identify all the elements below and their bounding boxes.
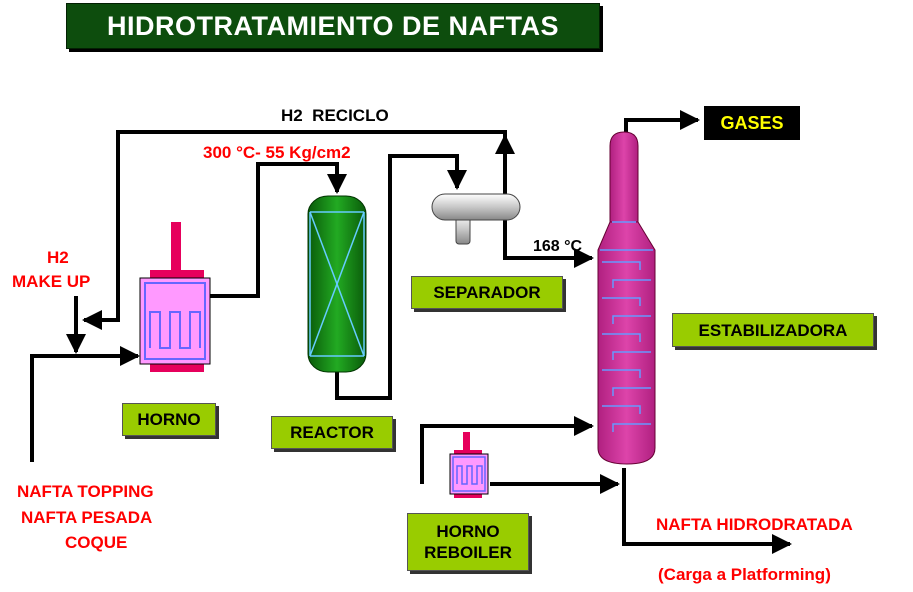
stabilizer-column <box>597 131 656 465</box>
process-lines <box>30 110 792 554</box>
conditions-label: 300 °C- 55 Kg/cm2 <box>203 143 351 162</box>
horno-to-reactor-line <box>210 162 347 298</box>
h2-make-up-label-line2: MAKE UP <box>12 272 91 291</box>
h2-reciclo-label: H2 RECICLO <box>281 106 389 125</box>
horno-label: HORNO <box>122 403 216 436</box>
product-line <box>622 468 792 554</box>
reactor-label: REACTOR <box>271 416 393 449</box>
gases-line <box>624 110 700 136</box>
reboiler-return-line <box>420 416 594 484</box>
reactor-to-separator-line <box>335 154 467 400</box>
feed-label-3: COQUE <box>65 533 128 552</box>
feed-label-2: NAFTA PESADA <box>21 508 153 527</box>
separador-label: SEPARADOR <box>411 276 563 309</box>
horno-reboiler-label: HORNO REBOILER <box>407 513 529 571</box>
temperature-168-label: 168 °C <box>533 238 583 255</box>
h2-make-up-label-line1: H2 <box>47 248 69 267</box>
gases-label: GASES <box>704 106 800 140</box>
horno-furnace <box>139 222 211 372</box>
column-trays <box>600 221 653 432</box>
horno-reboiler-furnace <box>449 432 489 498</box>
reactor-vessel <box>307 195 367 373</box>
product-label: NAFTA HIDRODRATADA <box>656 515 853 534</box>
page-title: HIDROTRATAMIENTO DE NAFTAS <box>66 3 600 49</box>
feed-label-1: NAFTA TOPPING <box>17 482 154 501</box>
horno-reboiler-label-line2: REBOILER <box>424 543 512 562</box>
separator-drum <box>431 193 521 245</box>
estabilizadora-label: ESTABILIZADORA <box>672 313 874 347</box>
separator-to-stabilizer-line <box>503 210 594 268</box>
horno-reboiler-label-line1: HORNO <box>436 522 500 541</box>
feed-line <box>30 346 140 462</box>
product-note-label: (Carga a Platforming) <box>658 565 831 584</box>
